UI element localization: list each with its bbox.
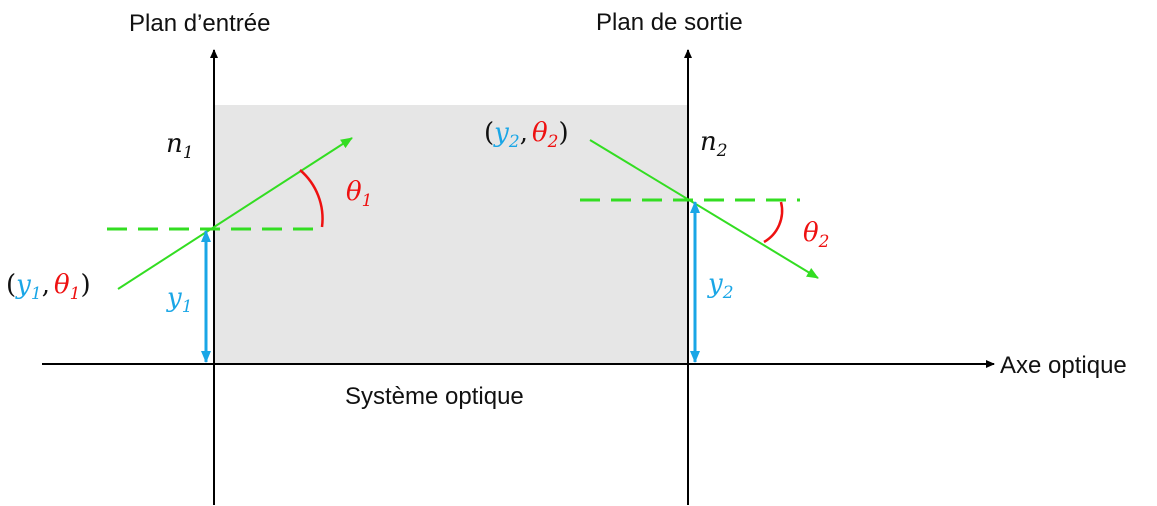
exit-plane-label: Plan de sortie	[596, 9, 743, 36]
theta1-label: θ1	[346, 177, 372, 211]
y2-label: y2	[707, 269, 734, 303]
optical-system-box	[214, 105, 688, 364]
optical-system-label: Système optique	[345, 383, 524, 410]
entry-ray	[117, 137, 353, 290]
theta2-label: θ2	[803, 218, 829, 252]
exit-ray-coordinates: (y2,θ2)	[484, 118, 569, 152]
entry-ray-coordinates: (y1,θ1)	[6, 270, 91, 304]
n1-label: n1	[166, 129, 194, 163]
exit-ray	[589, 139, 819, 279]
n2-label: n2	[700, 127, 728, 161]
theta2-angle-arc	[763, 201, 784, 244]
theta1-angle-arc	[299, 169, 324, 228]
optical-axis-label: Axe optique	[1000, 352, 1127, 379]
entry-plane-label: Plan d’entrée	[129, 10, 270, 37]
y1-label: y1	[166, 283, 193, 317]
